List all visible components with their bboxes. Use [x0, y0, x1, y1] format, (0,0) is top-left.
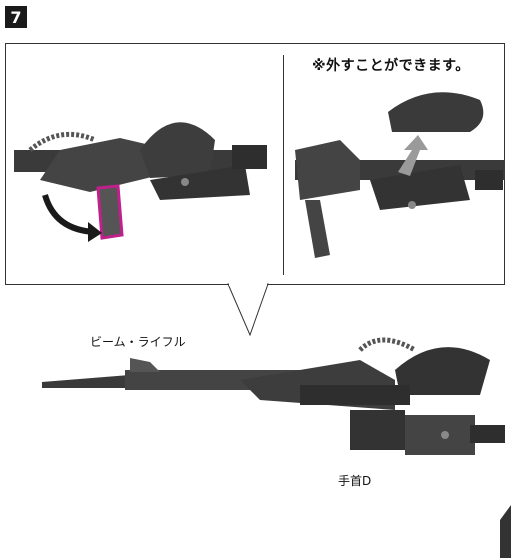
beam-rifle-main	[42, 337, 490, 410]
grip-highlighted	[96, 184, 124, 240]
removable-part	[388, 92, 484, 132]
up-arrow-icon	[398, 135, 428, 176]
rotate-arrow-icon	[42, 194, 102, 242]
step-number-badge: 7	[5, 6, 27, 28]
rifle-detail-left	[14, 122, 267, 200]
stylus-edge	[500, 505, 511, 558]
removable-note: ※外すことができます。	[312, 58, 470, 74]
callout-pointer	[227, 282, 269, 337]
wrist-label: 手首D	[338, 474, 372, 488]
callout-divider	[283, 55, 284, 275]
wrist-part	[350, 410, 505, 455]
beam-rifle-label: ビーム・ライフル	[90, 335, 186, 349]
rifle-detail-right	[295, 140, 505, 258]
